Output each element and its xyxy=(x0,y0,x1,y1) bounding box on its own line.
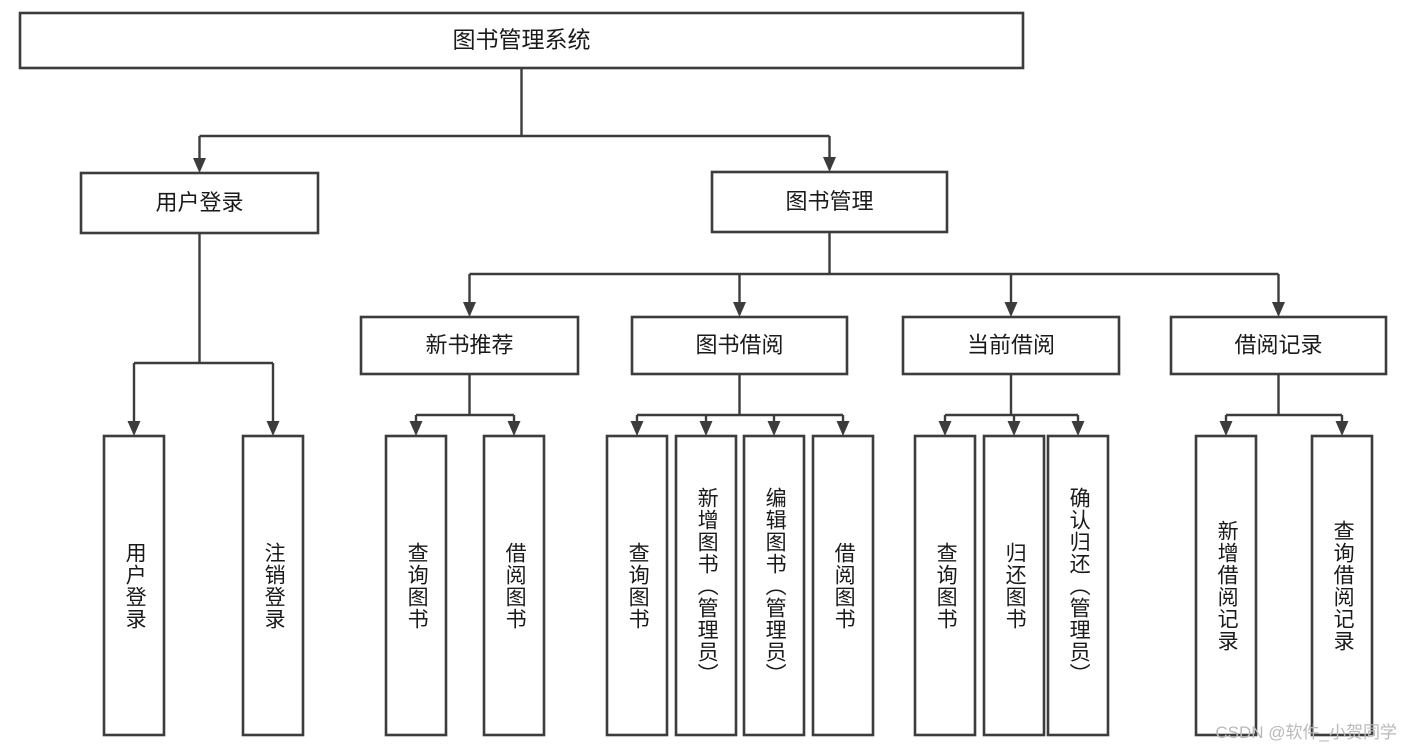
node-box-book-manage[interactable] xyxy=(710,170,949,234)
node-box-leaf-return-book[interactable] xyxy=(982,434,1046,737)
node-box-leaf-query-record[interactable] xyxy=(1310,434,1374,737)
node-label-book-manage: 图书管理 xyxy=(785,189,873,214)
arrow-head-icon xyxy=(1004,302,1018,317)
arrow-head-icon xyxy=(767,421,781,436)
node-box-current-borrow[interactable] xyxy=(901,315,1121,376)
arrow-head-icon xyxy=(1335,421,1349,436)
node-label-user-login: 用户登录 xyxy=(155,190,243,215)
arrow-head-icon xyxy=(836,421,850,436)
arrow-head-icon xyxy=(699,421,713,436)
connectors-layer xyxy=(127,68,1349,436)
node-box-book-borrow[interactable] xyxy=(630,315,849,376)
arrow-head-icon xyxy=(1272,302,1285,317)
arrow-head-icon xyxy=(630,421,644,436)
node-box-borrow-record[interactable] xyxy=(1169,315,1388,376)
arrow-head-icon xyxy=(938,421,952,436)
node-box-leaf-borrow-book[interactable] xyxy=(811,434,875,737)
arrow-head-icon xyxy=(1071,421,1085,436)
arrow-head-icon xyxy=(409,421,423,436)
arrow-head-icon xyxy=(266,421,280,436)
watermark-text: CSDN @软件_小贺同学 xyxy=(1215,723,1397,742)
arrow-head-icon xyxy=(1219,421,1233,436)
node-box-leaf-edit-book[interactable] xyxy=(742,434,806,737)
node-box-user-login[interactable] xyxy=(79,171,320,235)
arrow-head-icon xyxy=(463,302,476,317)
node-box-leaf-add-record[interactable] xyxy=(1194,434,1258,737)
node-label-new-book-recommend: 新书推荐 xyxy=(425,332,513,357)
arrow-head-icon xyxy=(733,302,746,317)
arrow-head-icon xyxy=(823,157,836,172)
node-box-leaf-user-login[interactable] xyxy=(102,434,166,737)
node-box-root-system[interactable] xyxy=(18,11,1025,70)
node-box-leaf-add-book[interactable] xyxy=(674,434,738,737)
node-label-borrow-record: 借阅记录 xyxy=(1234,332,1322,357)
node-box-leaf-query-book-current[interactable] xyxy=(913,434,977,737)
node-label-current-borrow: 当前借阅 xyxy=(967,332,1055,357)
node-box-leaf-user-logout[interactable] xyxy=(241,434,305,737)
node-label-book-borrow: 图书借阅 xyxy=(695,332,783,357)
arrow-head-icon xyxy=(1007,421,1021,436)
boxes-layer xyxy=(18,11,1388,737)
arrow-head-icon xyxy=(507,421,521,436)
node-box-leaf-query-book-borrow[interactable] xyxy=(605,434,669,737)
node-box-leaf-confirm-return[interactable] xyxy=(1046,434,1110,737)
arrow-head-icon xyxy=(127,421,141,436)
node-box-leaf-borrow-book-rec[interactable] xyxy=(482,434,546,737)
node-label-root-system: 图书管理系统 xyxy=(453,27,591,53)
arrow-head-icon xyxy=(193,158,206,173)
node-box-new-book-recommend[interactable] xyxy=(359,315,580,376)
node-box-leaf-query-book-rec[interactable] xyxy=(384,434,448,737)
